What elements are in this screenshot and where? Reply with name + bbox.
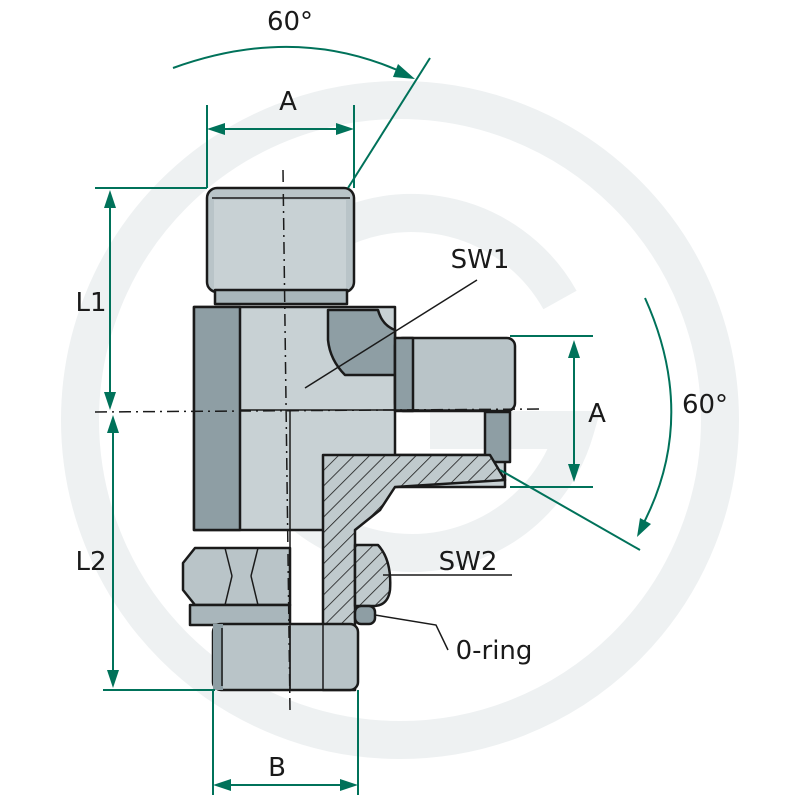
watermark-logo [61,81,739,759]
label-o-ring: 0-ring [456,636,533,666]
label-sw2: SW2 [439,547,498,577]
label-dim-l1: L1 [75,288,106,318]
label-dim-a-right: A [588,399,606,429]
label-dim-l2: L2 [75,547,106,577]
center-lines [94,169,541,711]
dimensions [95,45,673,795]
label-sw1: SW1 [451,245,510,275]
label-angle-right: 60° [682,390,728,420]
swivel-nut [181,543,392,627]
bottom-thread [211,622,360,692]
top-thread-stud [205,186,356,306]
label-dim-b: B [268,753,286,783]
label-dim-a-top: A [279,87,297,117]
label-angle-top: 60° [267,7,313,37]
